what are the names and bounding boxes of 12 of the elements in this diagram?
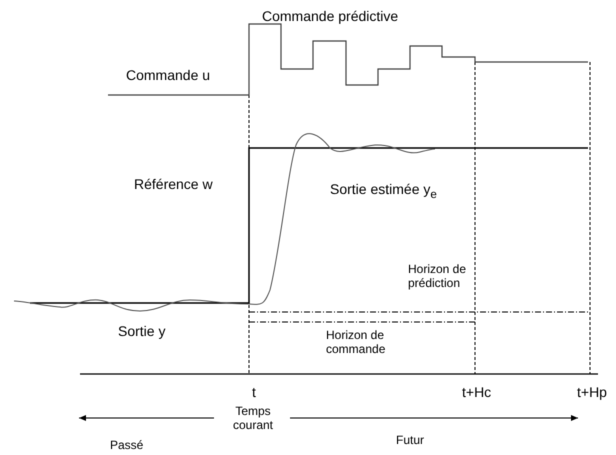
- chart-title: Commande prédictive: [262, 8, 398, 24]
- tick-label: t+Hc: [462, 384, 492, 400]
- signal-label: Commande u: [126, 67, 210, 84]
- horizon-label: Horizon de commande: [326, 329, 386, 357]
- signal-label: Référence w: [134, 176, 213, 192]
- horizon-label: Horizon de prédiction: [408, 263, 468, 291]
- time-label: Passé: [110, 439, 144, 453]
- time-label: Futur: [396, 434, 424, 448]
- tick-label: t: [252, 384, 256, 400]
- signal-label: Sortie estimée y$_{e}$: [330, 181, 437, 202]
- signal-label: Sortie y: [118, 323, 166, 340]
- tick-label: t+Hp: [577, 384, 607, 400]
